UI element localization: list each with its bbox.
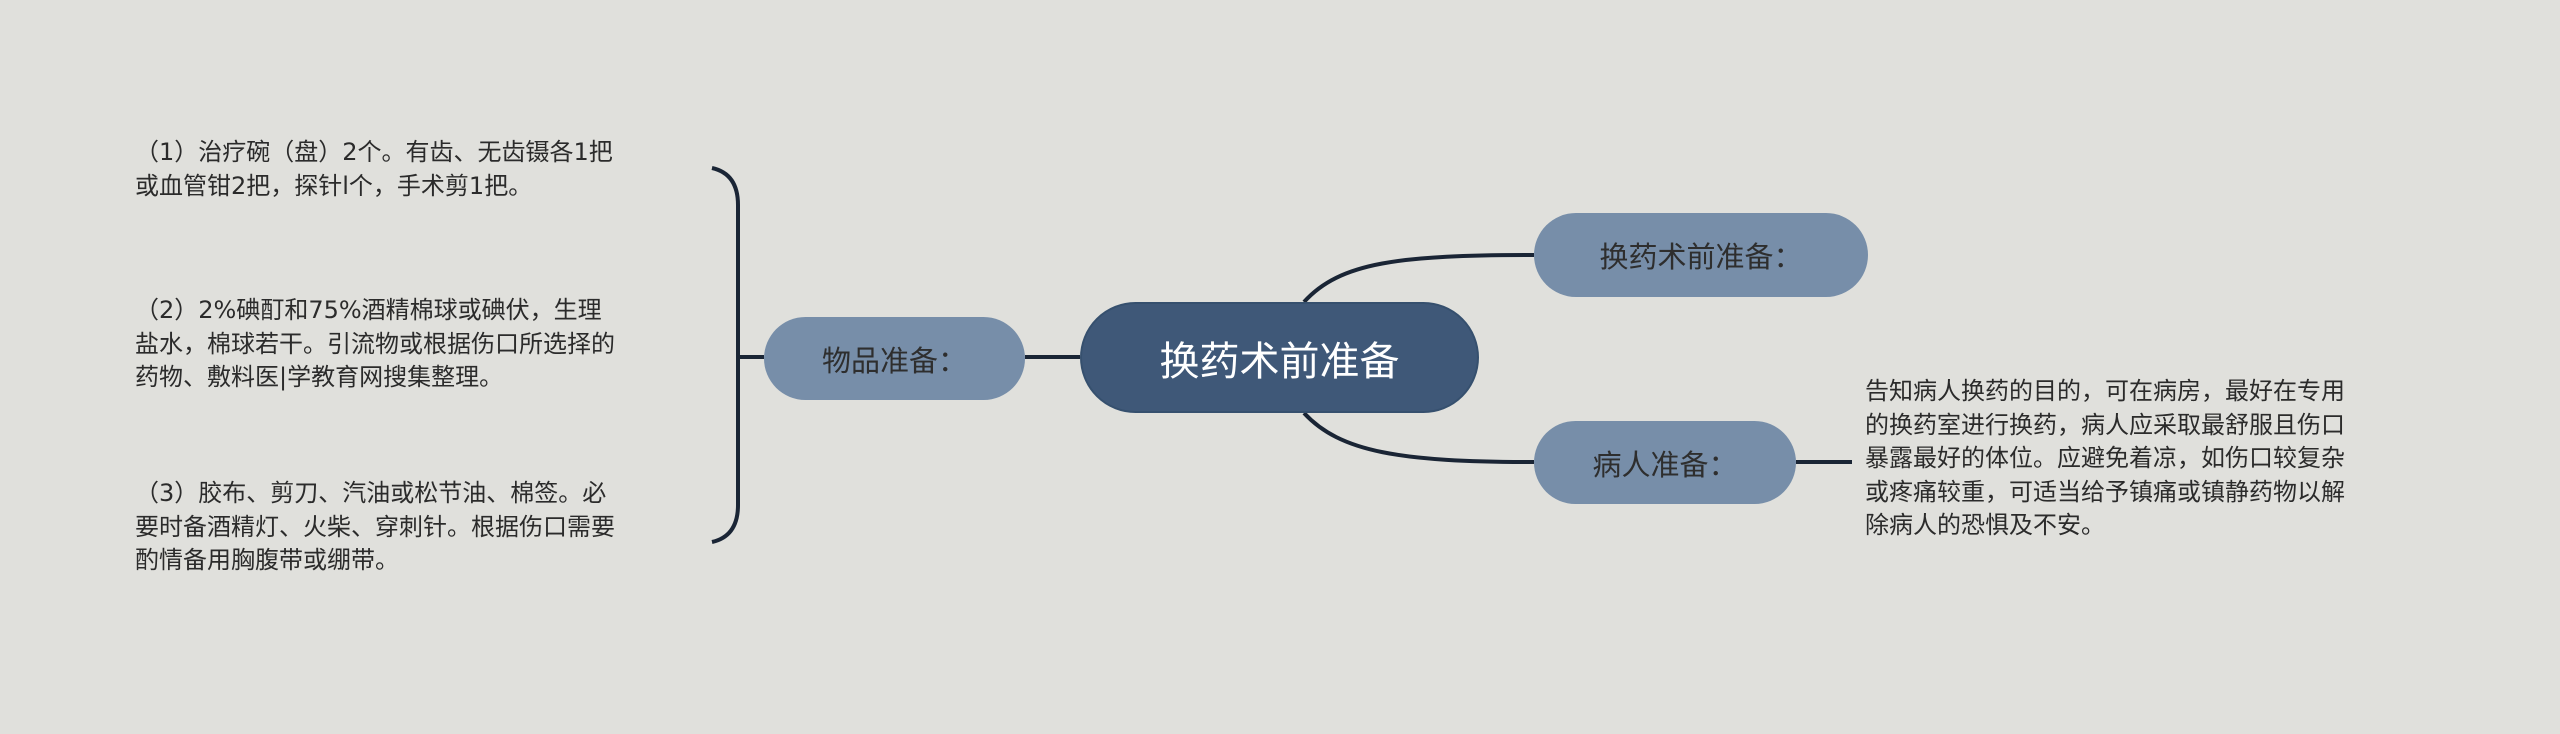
leaf-line: （2）2%碘酊和75%酒精棉球或碘伏，生理 xyxy=(135,296,602,324)
branch-pre-op-label: 换药术前准备： xyxy=(1599,240,1803,274)
leaf-line: 或疼痛较重，可适当给予镇痛或镇静药物以解 xyxy=(1865,477,2345,506)
branch-items[interactable]: 物品准备： xyxy=(764,317,1025,400)
items-leaf-2: （2）2%碘酊和75%酒精棉球或碘伏，生理 盐水，棉球若干。引流物或根据伤口所选… xyxy=(135,294,615,395)
leaf-line: 药物、敷料医|学教育网搜集整理。 xyxy=(135,363,504,391)
root-label: 换药术前准备 xyxy=(1159,338,1400,385)
leaf-line: （1）治疗碗（盘）2个。有齿、无齿镊各1把 xyxy=(135,138,613,166)
items-leaf-1: （1）治疗碗（盘）2个。有齿、无齿镊各1把 或血管钳2把，探针l个，手术剪1把。 xyxy=(135,136,613,203)
leaf-line: 酌情备用胸腹带或绷带。 xyxy=(135,546,399,574)
branch-patient-label: 病人准备： xyxy=(1592,447,1738,482)
patient-leaf: 告知病人换药的目的，可在病房，最好在专用 的换药室进行换药，病人应采取最舒服且伤… xyxy=(1865,375,2345,543)
leaf-line: （3）胶布、剪刀、汽油或松节油、棉签。必 xyxy=(135,479,607,507)
leaf-line: 盐水，棉球若干。引流物或根据伤口所选择的 xyxy=(135,329,615,358)
branch-patient[interactable]: 病人准备： xyxy=(1534,421,1796,504)
branch-items-label: 物品准备： xyxy=(821,343,967,378)
leaf-line: 除病人的恐惧及不安。 xyxy=(1865,511,2105,539)
branch-pre-op[interactable]: 换药术前准备： xyxy=(1534,213,1868,297)
leaf-line: 的换药室进行换药，病人应采取最舒服且伤口 xyxy=(1865,410,2345,439)
root-node[interactable]: 换药术前准备 xyxy=(1080,302,1479,413)
link-root-preop xyxy=(1302,253,1535,304)
leaf-line: 暴露最好的体位。应避免着凉，如伤口较复杂 xyxy=(1865,444,2345,472)
link-root-patient xyxy=(1302,411,1535,464)
leaf-line: 告知病人换药的目的，可在病房，最好在专用 xyxy=(1865,377,2345,405)
items-leaf-3: （3）胶布、剪刀、汽油或松节油、棉签。必 要时备酒精灯、火柴、穿刺针。根据伤口需… xyxy=(135,477,615,578)
leaf-line: 或血管钳2把，探针l个，手术剪1把。 xyxy=(135,171,533,200)
leaf-line: 要时备酒精灯、火柴、穿刺针。根据伤口需要 xyxy=(135,512,615,541)
items-bracket xyxy=(711,166,740,544)
